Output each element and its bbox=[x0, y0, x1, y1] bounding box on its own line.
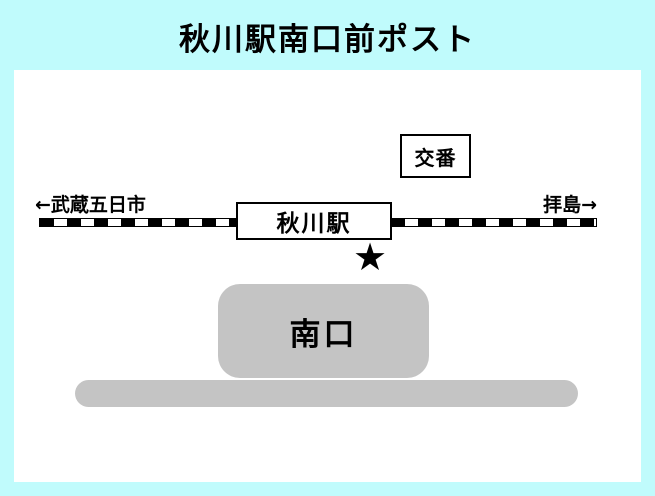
station-box: 秋川駅 bbox=[236, 202, 392, 240]
page-title: 秋川駅南口前ポスト bbox=[179, 22, 476, 58]
police-box: 交番 bbox=[400, 134, 471, 178]
post-location-star-icon: ★ bbox=[352, 235, 388, 279]
direction-label-haijima: 拝島→ bbox=[543, 194, 597, 216]
road-bar bbox=[75, 380, 578, 407]
south-exit-label: 南口 bbox=[289, 316, 358, 353]
south-exit-area: 南口 bbox=[218, 284, 429, 378]
police-box-label: 交番 bbox=[414, 145, 457, 170]
station-label: 秋川駅 bbox=[276, 211, 352, 237]
direction-label-musashi-itsukaichi: ←武蔵五日市 bbox=[35, 194, 146, 216]
map-canvas: ←武蔵五日市 拝島→ 交番 秋川駅 ★ 南口 bbox=[14, 70, 641, 482]
